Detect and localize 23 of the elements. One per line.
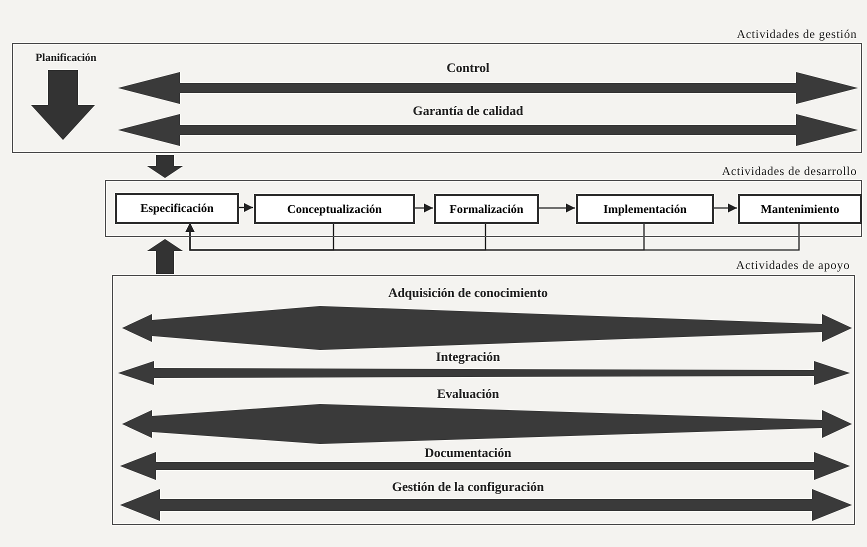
process-box: Formalización <box>434 194 539 224</box>
arrow <box>147 239 183 274</box>
activity-label: Evaluación <box>436 386 500 402</box>
arrow <box>185 223 800 251</box>
arrow <box>538 203 575 213</box>
activity-label: Adquisición de conocimiento <box>388 285 548 301</box>
process-box: Conceptualización <box>254 194 415 224</box>
group-heading: Actividades de gestión <box>736 27 857 42</box>
arrow <box>713 203 737 213</box>
activity-label: Gestión de la configuración <box>392 479 544 495</box>
activity-label: Control <box>446 60 490 76</box>
arrow <box>414 203 433 213</box>
activity-label: Integración <box>436 349 500 365</box>
activity-label: Garantía de calidad <box>412 103 524 119</box>
arrow <box>238 202 253 212</box>
process-box: Especificación <box>115 193 239 224</box>
process-box: Implementación <box>576 194 714 224</box>
arrow-label: Planificación <box>35 52 97 64</box>
group-heading: Actividades de desarrollo <box>722 164 857 179</box>
activity-label: Documentación <box>424 445 512 461</box>
process-box: Mantenimiento <box>738 194 862 224</box>
arrow <box>147 155 183 178</box>
group-heading: Actividades de apoyo <box>736 258 850 273</box>
